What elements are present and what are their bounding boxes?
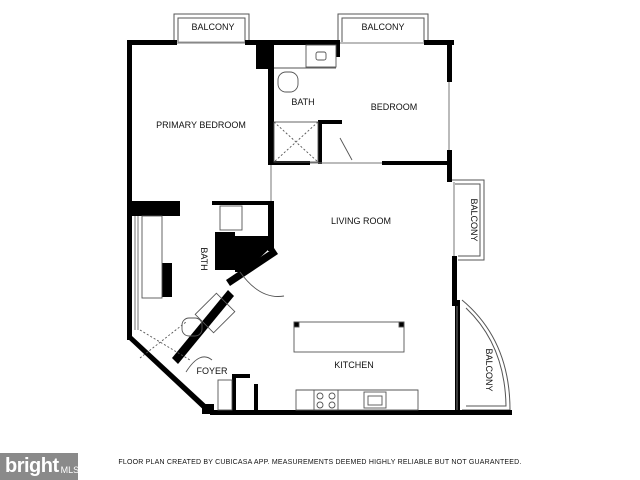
- watermark-suffix: MLS: [60, 464, 80, 475]
- balcony-top-right: [337, 13, 429, 42]
- room-labels: BALCONY BALCONY BALCONY BALCONY PRIMARY …: [156, 22, 494, 392]
- fixtures: [139, 44, 419, 411]
- interior-walls: [132, 45, 452, 414]
- label-balcony-right-lower: BALCONY: [484, 348, 494, 391]
- floor-plan-disclaimer: FLOOR PLAN CREATED BY CUBICASA APP. MEAS…: [118, 459, 522, 466]
- label-balcony-right-middle: BALCONY: [469, 198, 479, 241]
- label-kitchen: KITCHEN: [334, 360, 374, 370]
- balcony-top-left: [173, 13, 250, 43]
- label-balcony-top-left: BALCONY: [191, 22, 234, 32]
- label-bath-1: BATH: [291, 97, 314, 107]
- label-foyer: FOYER: [196, 366, 228, 376]
- bright-mls-watermark: bright MLS: [0, 453, 80, 480]
- watermark-brand: bright: [5, 455, 59, 477]
- windows: [134, 42, 458, 410]
- label-bath-2: BATH: [199, 247, 209, 270]
- label-balcony-top-right: BALCONY: [361, 22, 404, 32]
- balcony-right-lower: [461, 299, 511, 411]
- label-living-room: LIVING ROOM: [331, 216, 391, 226]
- label-primary-bedroom: PRIMARY BEDROOM: [156, 120, 246, 130]
- balcony-right-middle: [452, 179, 485, 261]
- label-bedroom: BEDROOM: [371, 102, 418, 112]
